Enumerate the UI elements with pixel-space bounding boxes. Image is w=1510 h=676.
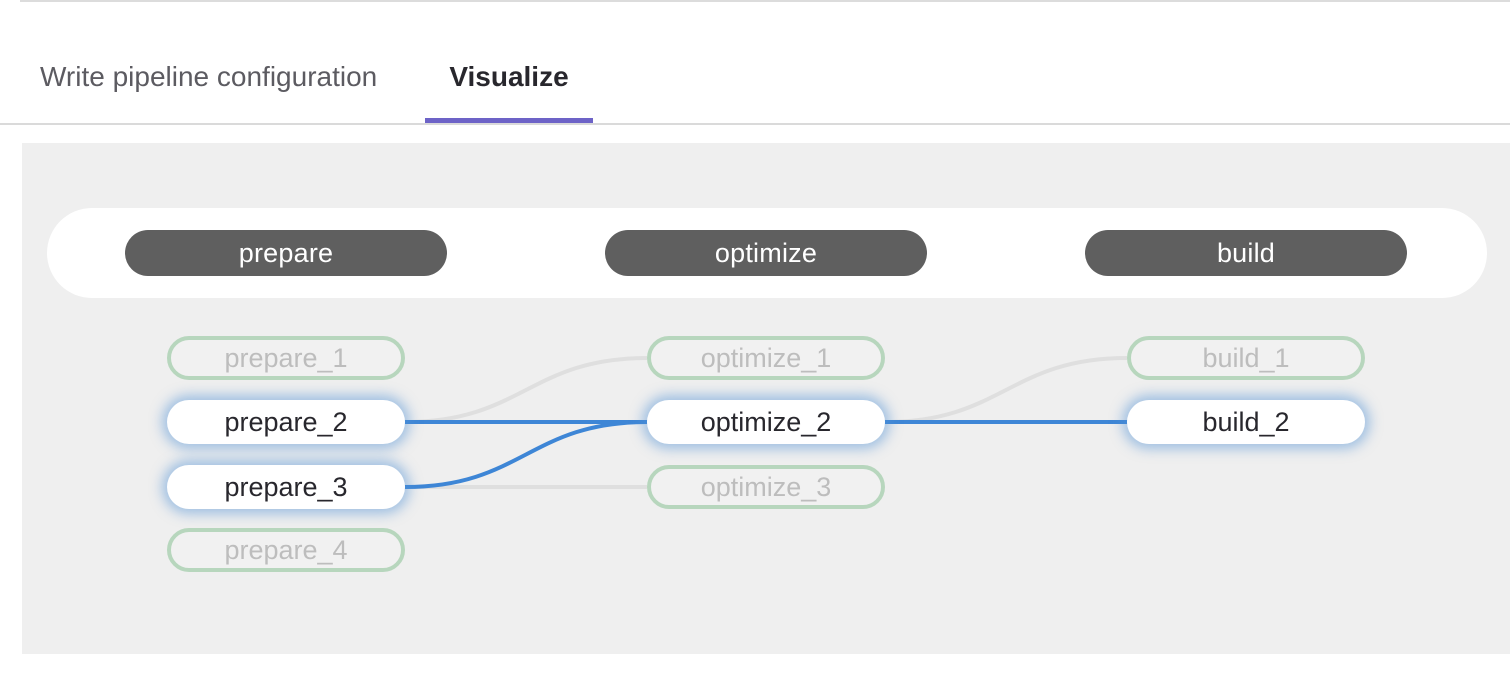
tab-label: Write pipeline configuration — [40, 60, 378, 92]
link-prepare_2-optimize_1 — [404, 356, 648, 424]
job-node-optimize_3[interactable]: optimize_3 — [647, 465, 885, 509]
stage-label: build — [1216, 237, 1276, 268]
job-label: build_1 — [1202, 342, 1290, 373]
job-node-prepare_2[interactable]: prepare_2 — [167, 400, 405, 444]
stage-label: optimize — [714, 237, 818, 268]
tab-label: Visualize — [449, 60, 569, 92]
job-label: prepare_3 — [224, 471, 348, 502]
job-label: optimize_3 — [700, 471, 832, 502]
stage-pill-prepare: prepare — [125, 230, 447, 276]
stage-pill-build: build — [1085, 230, 1407, 276]
dependency-links-layer — [404, 356, 1128, 489]
link-prepare_3-optimize_2 — [404, 420, 648, 489]
job-node-optimize_1[interactable]: optimize_1 — [647, 336, 885, 380]
job-node-prepare_4[interactable]: prepare_4 — [167, 528, 405, 572]
pipeline-visualization-panel: prepare optimize build prepare_1 prepare… — [22, 143, 1510, 654]
tab-write-pipeline-configuration[interactable]: Write pipeline configuration — [40, 0, 402, 123]
link-optimize_2-build_1 — [884, 356, 1128, 424]
job-node-build_2[interactable]: build_2 — [1127, 400, 1365, 444]
top-divider — [20, 0, 1510, 2]
job-node-optimize_2[interactable]: optimize_2 — [647, 400, 885, 444]
job-label: prepare_2 — [224, 406, 348, 437]
job-node-prepare_3[interactable]: prepare_3 — [167, 465, 405, 509]
job-node-prepare_1[interactable]: prepare_1 — [167, 336, 405, 380]
tabs-divider — [0, 123, 1510, 125]
job-label: build_2 — [1202, 406, 1290, 437]
stage-label: prepare — [238, 237, 334, 268]
job-node-build_1[interactable]: build_1 — [1127, 336, 1365, 380]
job-label: optimize_2 — [700, 406, 832, 437]
job-label: optimize_1 — [700, 342, 832, 373]
job-label: prepare_4 — [224, 534, 348, 565]
tab-visualize[interactable]: Visualize — [425, 0, 593, 124]
stage-pill-optimize: optimize — [605, 230, 927, 276]
job-label: prepare_1 — [224, 342, 348, 373]
active-tab-indicator — [425, 118, 593, 124]
